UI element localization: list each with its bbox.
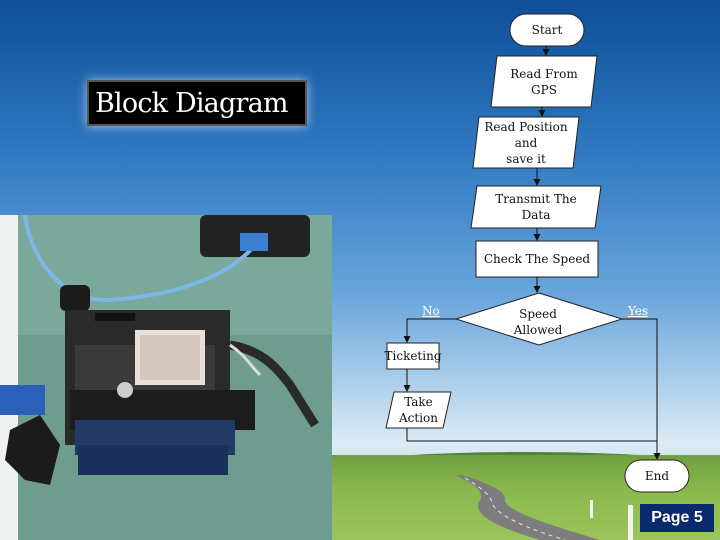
no-branch-label: No — [422, 304, 440, 318]
read-gps-label: Read From GPS — [510, 66, 578, 97]
arrow-action-end — [406, 428, 657, 442]
slide-title: Block Diagram — [87, 80, 307, 126]
speed-decision — [454, 292, 624, 346]
ticketing-label: Ticketing — [384, 349, 442, 363]
take-action-io — [385, 391, 452, 429]
read-gps-io — [490, 55, 598, 108]
hardware-photo — [0, 215, 332, 540]
yes-branch-label: Yes — [628, 304, 649, 318]
transmit-label: Transmit The Data — [495, 192, 577, 222]
arrow-yes-branch — [622, 318, 661, 460]
ticketing-process — [386, 342, 440, 370]
decision-label: Speed Allowed — [513, 307, 563, 337]
transmit-io — [470, 185, 602, 229]
read-position-io — [472, 116, 580, 169]
check-speed-label: Check The Speed — [483, 252, 591, 266]
check-speed-process — [475, 240, 599, 278]
start-label: Start — [531, 23, 563, 37]
start-terminal — [509, 13, 585, 47]
end-terminal — [624, 459, 690, 493]
read-position-label: Read Position and save it — [484, 119, 568, 166]
end-label: End — [644, 469, 670, 483]
page-number: Page 5 — [640, 504, 714, 532]
take-action-label: Take Action — [399, 395, 438, 425]
arrow-no-branch — [403, 318, 456, 343]
